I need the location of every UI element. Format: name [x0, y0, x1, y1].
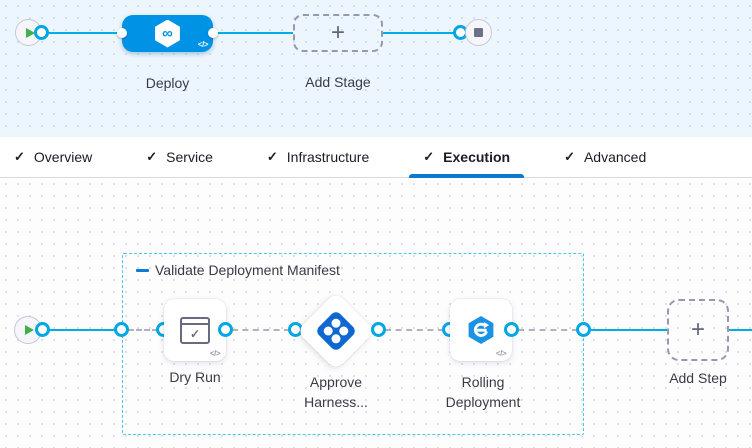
stage-node-deploy[interactable]: ∞ </> [122, 15, 213, 52]
stage-label: Deploy [145, 75, 190, 91]
rolling-deployment-icon [468, 316, 494, 344]
connector-port [218, 322, 233, 337]
check-icon: ✓ [423, 149, 435, 164]
connector-port [208, 28, 218, 38]
dry-run-icon: ✓ [180, 316, 210, 344]
play-icon [25, 27, 35, 38]
connector-dashed-line [385, 329, 444, 331]
connector-port [117, 28, 127, 38]
add-stage-button[interactable]: + [293, 14, 383, 52]
tab-label: Service [166, 149, 213, 165]
step-group-validate-deployment-manifest [122, 253, 584, 435]
plus-icon: + [690, 316, 705, 343]
connector-port [35, 322, 50, 337]
stop-icon [474, 28, 483, 37]
add-step-label: Add Step [669, 370, 727, 386]
connector-port [371, 322, 386, 337]
connector-line [590, 329, 667, 331]
tab-label: Overview [33, 149, 93, 165]
check-icon: ✓ [14, 149, 25, 164]
play-icon [25, 325, 34, 335]
plus-icon: + [330, 19, 345, 46]
check-icon: ✓ [146, 149, 158, 164]
code-icon: </> [495, 349, 507, 358]
pipeline-end-node [465, 19, 492, 46]
code-icon: </> [197, 40, 209, 49]
stage-config-tabbar: ✓ Overview ✓ Service ✓ Infrastructure ✓ … [0, 137, 752, 178]
execution-canvas-background [0, 178, 752, 448]
check-icon: ✓ [564, 149, 575, 164]
connector-dashed-line [232, 329, 290, 331]
step-label: Approve Harness... [304, 374, 368, 410]
tab-service[interactable]: ✓ Service [132, 137, 227, 177]
step-group-title: Validate Deployment Manifest [155, 262, 340, 278]
code-icon: </> [209, 349, 221, 358]
tab-infrastructure[interactable]: ✓ Infrastructure [253, 137, 383, 177]
tab-advanced[interactable]: ✓ Advanced [550, 137, 660, 177]
step-label: Rolling Deployment [445, 374, 521, 410]
connector-port [504, 322, 519, 337]
add-step-button[interactable]: + [667, 299, 729, 361]
step-rolling-deployment[interactable]: </> [450, 299, 512, 361]
step-group-header: Validate Deployment Manifest [136, 262, 340, 278]
collapse-icon[interactable] [136, 268, 149, 272]
step-dry-run[interactable]: ✓ </> [164, 299, 226, 361]
step-label: Dry Run [169, 369, 221, 385]
connector-line [48, 329, 122, 331]
connector-line [729, 329, 752, 331]
connector-dashed-line [128, 329, 158, 331]
tab-overview[interactable]: ✓ Overview [0, 137, 106, 177]
harness-approval-icon [314, 309, 358, 353]
connector-line [213, 32, 293, 34]
connector-line [383, 32, 466, 34]
tab-label: Infrastructure [286, 149, 370, 165]
connector-line [44, 32, 122, 34]
harness-pipeline-icon: ∞ [155, 19, 180, 48]
tab-label: Execution [443, 149, 511, 165]
connector-port [114, 322, 129, 337]
tab-label: Advanced [583, 149, 647, 165]
tab-execution[interactable]: ✓ Execution [409, 137, 524, 178]
add-stage-label: Add Stage [305, 74, 371, 90]
connector-port [34, 25, 49, 40]
connector-port [576, 322, 591, 337]
check-icon: ✓ [266, 149, 278, 164]
connector-dashed-line [518, 329, 578, 331]
